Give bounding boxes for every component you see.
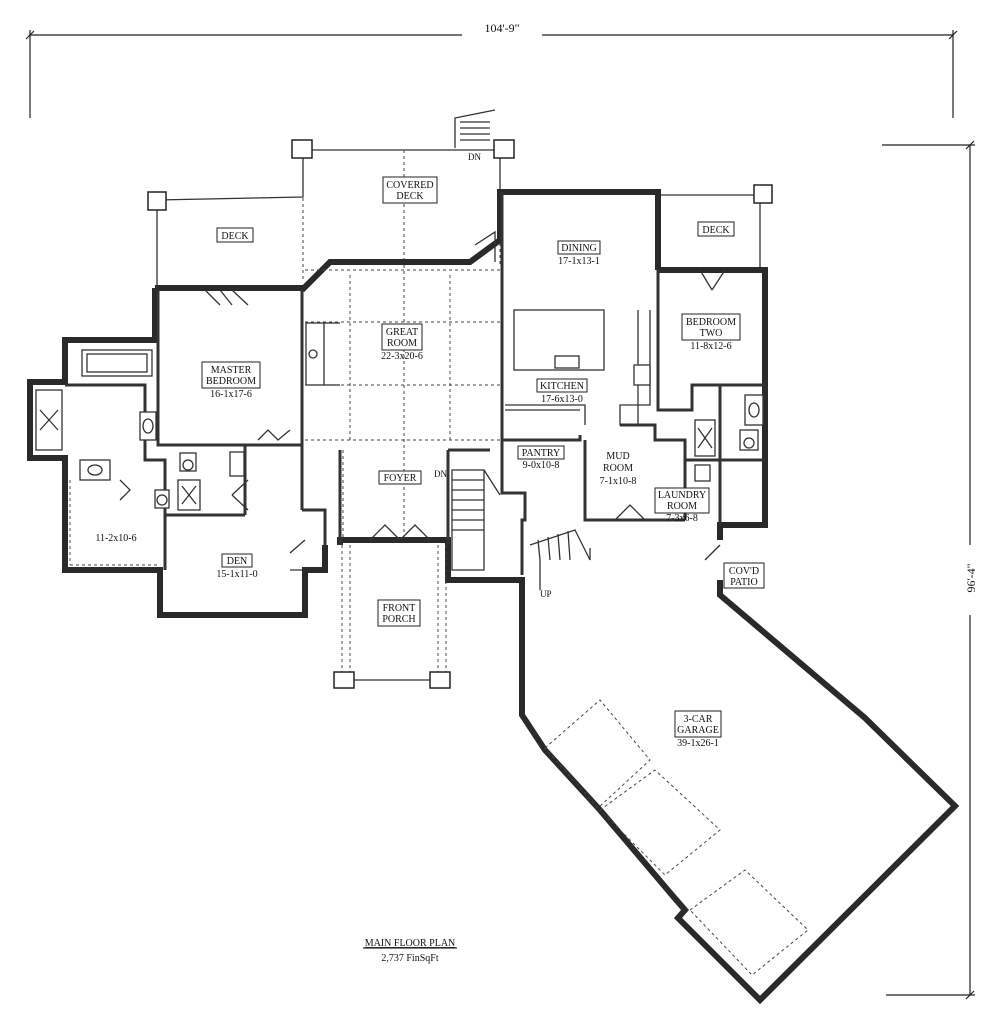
svg-text:MUD: MUD <box>606 451 629 462</box>
svg-text:FRONT: FRONT <box>383 603 416 614</box>
svg-text:GARAGE: GARAGE <box>677 725 719 736</box>
plan-caption: MAIN FLOOR PLAN 2,737 FinSqFt <box>363 938 457 964</box>
foyer-stairs-dn-label: DN <box>434 469 447 479</box>
closet-label: 11-2x10-6 <box>95 533 136 544</box>
great-room-label: GREAT ROOM 22-3x20-6 <box>381 323 423 362</box>
svg-text:11-8x12-6: 11-8x12-6 <box>690 341 731 352</box>
bedroom-two-bath <box>694 394 764 457</box>
foyer-stairs <box>451 469 501 571</box>
master-shower <box>35 389 63 451</box>
svg-text:PANTRY: PANTRY <box>522 448 561 459</box>
svg-text:FOYER: FOYER <box>384 473 417 484</box>
foyer-label: FOYER <box>378 470 422 485</box>
svg-text:COV'D: COV'D <box>729 566 759 577</box>
svg-text:3-CAR: 3-CAR <box>684 714 713 725</box>
posts <box>147 139 773 689</box>
plan-title: MAIN FLOOR PLAN <box>365 938 456 949</box>
deck-stairs <box>454 109 496 148</box>
kitchen-island <box>513 309 605 371</box>
kitchen-counters <box>505 310 651 426</box>
svg-text:DECK: DECK <box>221 231 249 242</box>
covered-deck-outline <box>156 149 501 285</box>
covd-patio-label: COV'D PATIO <box>723 562 765 589</box>
overall-width-label: 104'-9" <box>484 21 519 35</box>
svg-text:DECK: DECK <box>396 191 424 202</box>
svg-text:TWO: TWO <box>700 328 723 339</box>
deck-left-label: DECK <box>216 227 254 243</box>
garage-stairs <box>529 529 591 590</box>
svg-text:17-1x13-1: 17-1x13-1 <box>558 256 600 267</box>
overall-width-dimension: 104'-9" <box>25 21 958 118</box>
deck-stairs-dn-label: DN <box>468 152 481 162</box>
master-shower-small <box>177 451 245 511</box>
svg-text:COVERED: COVERED <box>386 180 433 191</box>
covered-deck-label: COVERED DECK <box>382 176 438 204</box>
doors <box>119 230 726 571</box>
svg-text:DINING: DINING <box>561 243 597 254</box>
den-label: DEN 15-1x11-0 <box>216 553 258 580</box>
svg-text:9-0x10-8: 9-0x10-8 <box>523 460 560 471</box>
overall-depth-dimension: 96'-4" <box>882 140 978 1000</box>
kitchen-label: KITCHEN 17-6x13-0 <box>536 378 588 405</box>
svg-text:7-3x6-8: 7-3x6-8 <box>666 513 698 524</box>
svg-text:KITCHEN: KITCHEN <box>540 381 584 392</box>
master-bathtub <box>81 349 153 377</box>
beam-lines <box>69 265 500 566</box>
svg-text:PORCH: PORCH <box>382 614 415 625</box>
svg-text:PATIO: PATIO <box>730 577 757 588</box>
svg-text:DEN: DEN <box>227 556 248 567</box>
svg-text:LAUNDRY: LAUNDRY <box>658 490 706 501</box>
bedroom-two-label: BEDROOM TWO 11-8x12-6 <box>681 313 741 352</box>
interior-walls <box>65 192 765 575</box>
plan-area: 2,737 FinSqFt <box>381 953 438 964</box>
master-bedroom-label: MASTER BEDROOM 16-1x17-6 <box>201 361 261 400</box>
svg-text:GREAT: GREAT <box>386 327 418 338</box>
svg-text:ROOM: ROOM <box>387 338 417 349</box>
fireplace <box>305 322 340 386</box>
master-sinks <box>79 411 157 481</box>
svg-text:BEDROOM: BEDROOM <box>686 317 736 328</box>
dining-label: DINING 17-1x13-1 <box>557 240 601 267</box>
garage-bays <box>544 699 809 976</box>
overall-depth-label: 96'-4" <box>964 563 978 592</box>
svg-text:MASTER: MASTER <box>211 365 252 376</box>
svg-text:17-6x13-0: 17-6x13-0 <box>541 394 583 405</box>
garage-stairs-up-label: UP <box>540 589 552 599</box>
svg-text:7-1x10-8: 7-1x10-8 <box>600 476 637 487</box>
front-porch-label: FRONT PORCH <box>377 599 421 627</box>
exterior-walls <box>27 189 960 1005</box>
svg-text:BEDROOM: BEDROOM <box>206 376 256 387</box>
svg-text:16-1x17-6: 16-1x17-6 <box>210 389 252 400</box>
pantry-label: PANTRY 9-0x10-8 <box>517 445 565 471</box>
svg-text:15-1x11-0: 15-1x11-0 <box>216 569 257 580</box>
svg-text:DECK: DECK <box>702 225 730 236</box>
svg-text:ROOM: ROOM <box>603 463 633 474</box>
garage-label: 3-CAR GARAGE 39-1x26-1 <box>674 710 722 749</box>
laundry-machines <box>694 464 711 482</box>
laundry-label: LAUNDRY ROOM 7-3x6-8 <box>654 487 710 524</box>
deck-right-label: DECK <box>697 221 735 237</box>
mud-room-label: MUD ROOM 7-1x10-8 <box>600 451 637 487</box>
toilets <box>154 429 759 509</box>
svg-text:11-2x10-6: 11-2x10-6 <box>95 533 136 544</box>
svg-text:ROOM: ROOM <box>667 501 697 512</box>
svg-text:39-1x26-1: 39-1x26-1 <box>677 738 719 749</box>
svg-text:22-3x20-6: 22-3x20-6 <box>381 351 423 362</box>
